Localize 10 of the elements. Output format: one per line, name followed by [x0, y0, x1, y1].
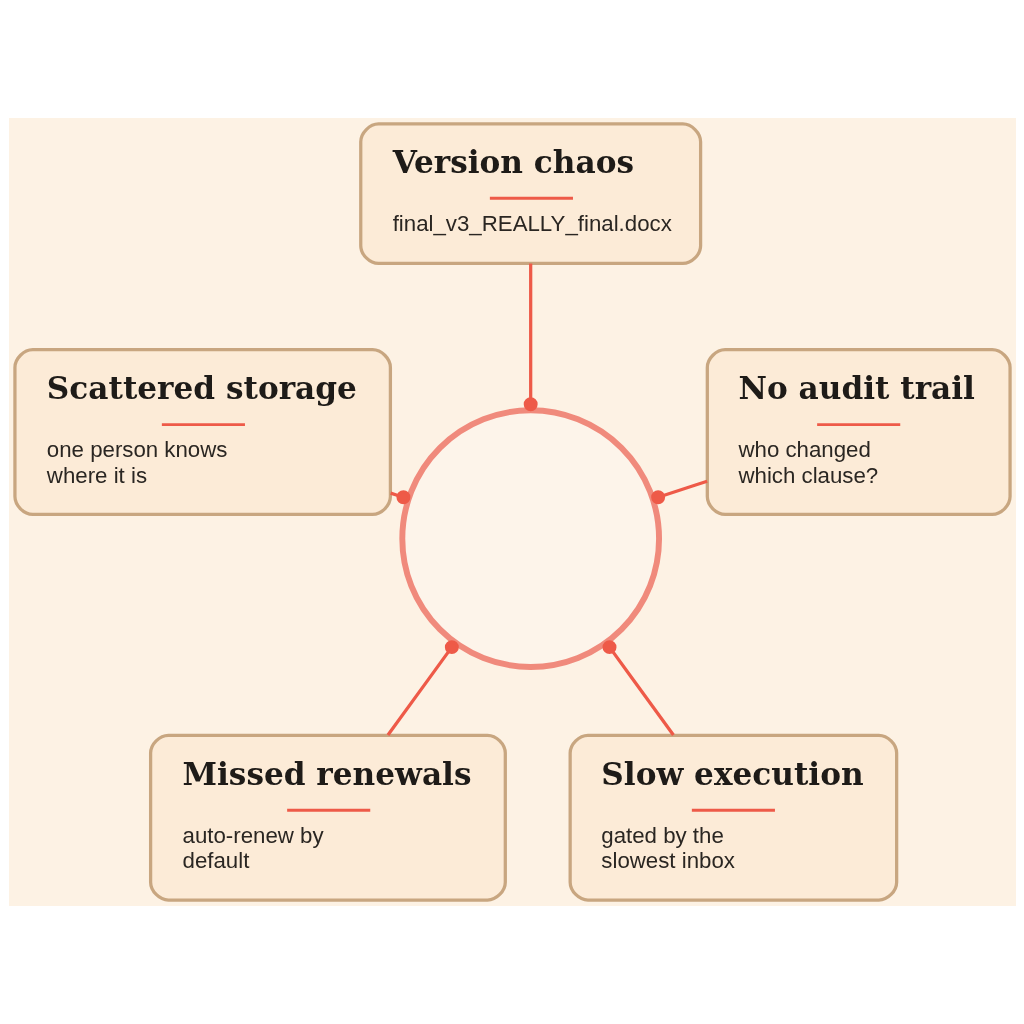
- connector: [602, 640, 675, 736]
- node-box: Version chaos final_v3_REALLY_final.docx: [358, 122, 702, 266]
- connector: [650, 479, 708, 505]
- connector: [386, 640, 459, 736]
- node-box: Slow execution gated by the slowest inbox: [568, 733, 898, 902]
- node-box: No audit trail who changed which clause?: [705, 348, 1012, 517]
- node-circle: [398, 407, 662, 670]
- node-box: Scattered storage one person knows where it is: [12, 348, 392, 517]
- node-box: Missed renewals auto-renew by default: [148, 733, 507, 902]
- connector: [523, 263, 538, 412]
